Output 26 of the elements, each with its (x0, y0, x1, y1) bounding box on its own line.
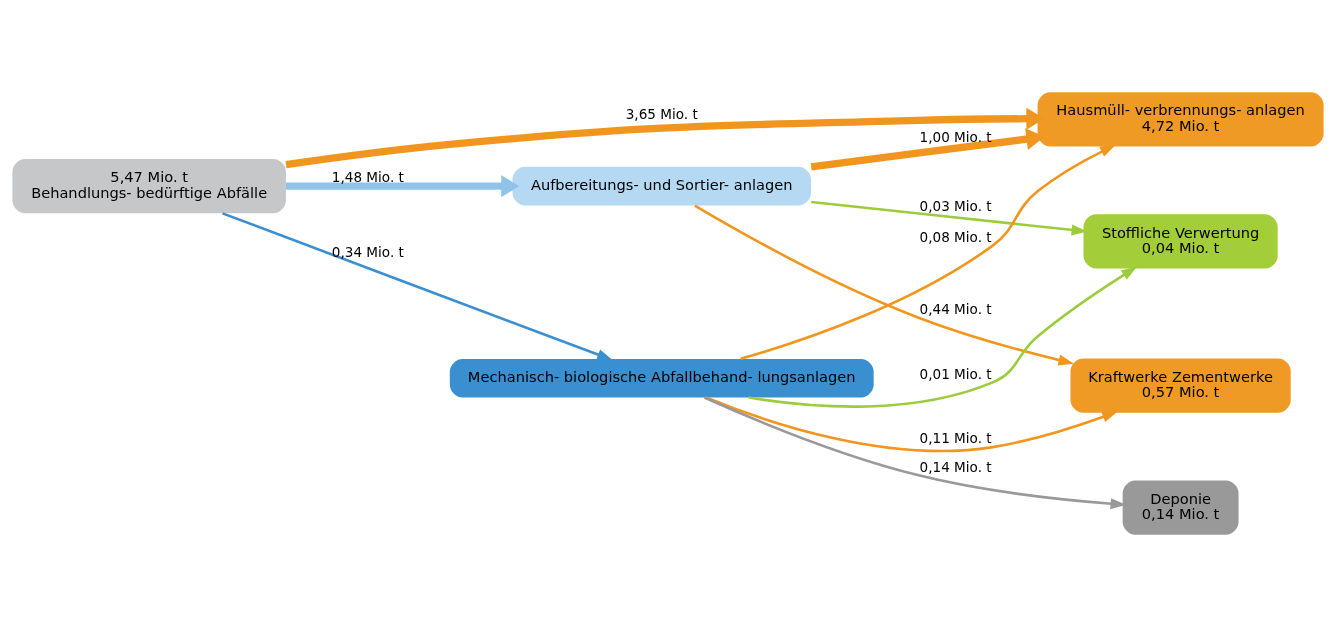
node-box: Kraftwerke Zementwerke 0,57 Mio. t (1070, 357, 1291, 413)
edge-label: 0,11 Mio. t (919, 429, 992, 446)
edge-label: 0,14 Mio. t (919, 458, 992, 475)
node-box: Aufbereitungs- und Sortier- anlagen (512, 166, 812, 205)
edge-label: 0,01 Mio. t (919, 365, 992, 382)
arrow (285, 107, 1045, 168)
arrow (705, 395, 1118, 452)
arrow (810, 127, 1045, 171)
arrow (286, 174, 520, 197)
node-box: Hausmüll- verbrennungs- anlagen 4,72 Mio. t (1037, 91, 1324, 146)
node-box: Deponie 0,14 Mio. t (1122, 480, 1239, 535)
node-box: Mechanisch- biologische Abfallbehand- lungsanlagen (449, 358, 874, 398)
node-box: 5,47 Mio. t Behandlungs- bedürftige Abfälle (12, 158, 286, 213)
edge-label: 0,34 Mio. t (331, 243, 404, 259)
edge-label: 1,48 Mio. t (331, 168, 404, 185)
arrow (740, 144, 1116, 360)
arrow (811, 200, 1088, 235)
arrow (748, 266, 1138, 408)
arrow (222, 211, 613, 360)
edge-label: 3,65 Mio. t (625, 105, 698, 122)
arrow (694, 203, 1075, 365)
node-box: Stoffliche Verwertung 0,04 Mio. t (1083, 213, 1278, 269)
edge-label: 0,08 Mio. t (919, 228, 992, 245)
edge-label: 0,03 Mio. t (919, 197, 992, 214)
edge-label: 1,00 Mio. t (919, 128, 992, 145)
edge-label: 0,44 Mio. t (919, 300, 992, 317)
